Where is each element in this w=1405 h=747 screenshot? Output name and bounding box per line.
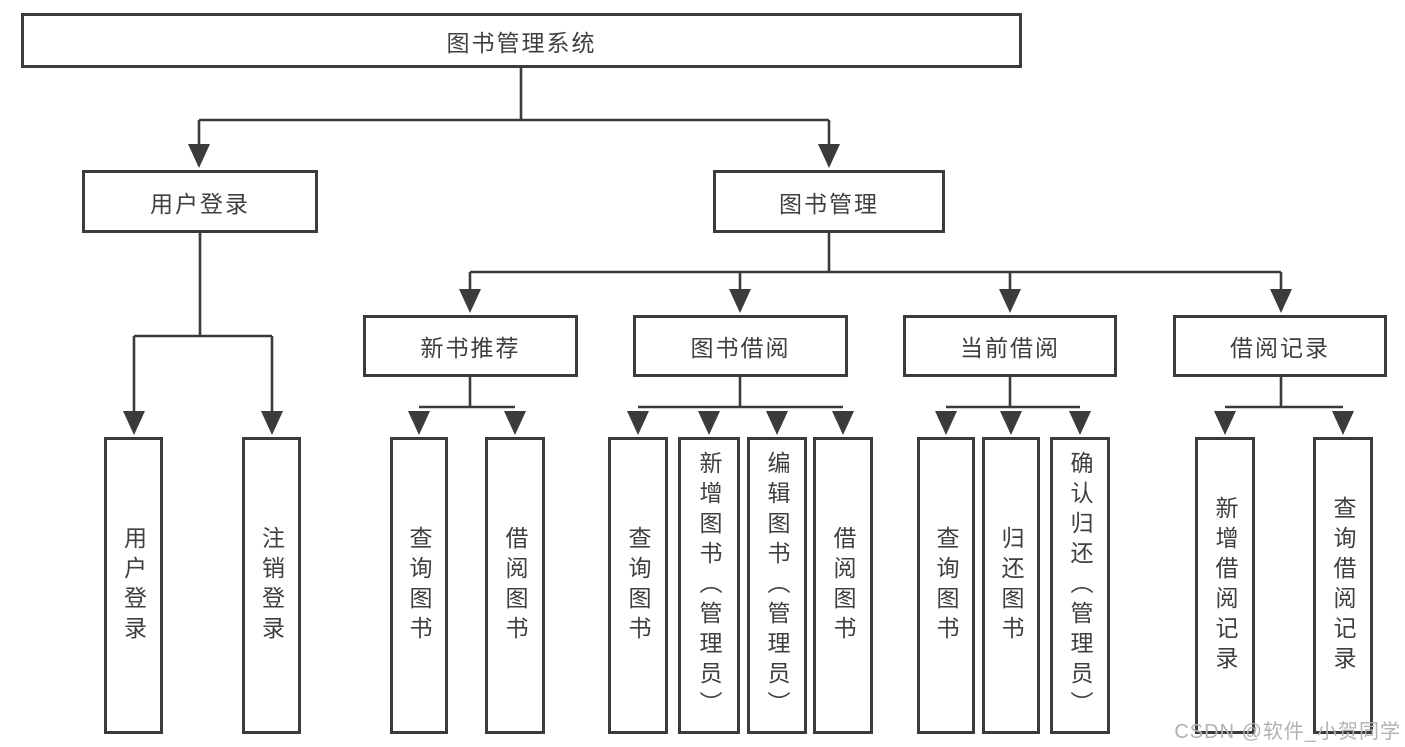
node-label: 新增借阅记录	[1212, 495, 1238, 676]
node-label: 查询图书	[406, 525, 432, 646]
node-label: 用户登录	[150, 190, 250, 217]
node-label: 查询借阅记录	[1330, 495, 1356, 676]
node-label: 确认归还（管理员）	[1067, 450, 1093, 721]
node-borrow-records: 借阅记录	[1173, 315, 1387, 377]
node-label: 新书推荐	[420, 335, 521, 361]
node-label: 借阅记录	[1230, 335, 1330, 361]
leaf-user-login: 用户登录	[104, 437, 163, 734]
leaf-query-books-recommend: 查询图书	[390, 437, 448, 734]
node-label: 查询图书	[625, 525, 651, 646]
node-label: 查询图书	[933, 525, 959, 646]
node-label: 借阅图书	[830, 525, 856, 646]
node-book-borrow: 图书借阅	[633, 315, 848, 377]
connector-root-to-level2	[188, 68, 840, 168]
leaf-add-borrow-record: 新增借阅记录	[1195, 437, 1255, 734]
node-label: 图书管理系统	[446, 29, 597, 56]
node-label: 图书管理	[779, 190, 879, 217]
connector-current-to-leaves	[935, 377, 1091, 435]
leaf-borrow-books: 借阅图书	[813, 437, 873, 734]
connector-records-to-leaves	[1214, 377, 1354, 435]
node-label: 用户登录	[120, 525, 147, 646]
node-library-management-system: 图书管理系统	[21, 13, 1022, 68]
node-label: 当前借阅	[960, 335, 1060, 361]
node-label: 新增图书（管理员）	[696, 450, 722, 721]
connector-mgmt-to-level3	[459, 233, 1292, 313]
csdn-watermark: CSDN @软件_小贺同学	[1174, 721, 1401, 743]
connector-borrow-to-leaves	[627, 377, 854, 435]
node-label: 借阅图书	[502, 525, 528, 646]
leaf-confirm-return-admin: 确认归还（管理员）	[1050, 437, 1110, 734]
node-user-login: 用户登录	[82, 170, 318, 233]
leaf-borrow-books-recommend: 借阅图书	[485, 437, 545, 734]
node-current-borrow: 当前借阅	[903, 315, 1117, 377]
leaf-query-borrow-record: 查询借阅记录	[1313, 437, 1373, 734]
node-book-management: 图书管理	[713, 170, 945, 233]
connector-login-to-leaves	[123, 233, 283, 435]
leaf-query-books-current: 查询图书	[917, 437, 975, 734]
node-label: 注销登录	[258, 525, 285, 646]
node-label: 图书借阅	[690, 335, 791, 361]
leaf-logout: 注销登录	[242, 437, 301, 734]
leaf-query-books-borrow: 查询图书	[608, 437, 668, 734]
leaf-return-books: 归还图书	[982, 437, 1040, 734]
leaf-add-books-admin: 新增图书（管理员）	[678, 437, 740, 734]
node-label: 归还图书	[998, 525, 1024, 646]
node-label: 编辑图书（管理员）	[764, 450, 790, 721]
node-new-book-recommend: 新书推荐	[363, 315, 578, 377]
connector-recommend-to-leaves	[408, 377, 526, 435]
leaf-edit-books-admin: 编辑图书（管理员）	[747, 437, 807, 734]
